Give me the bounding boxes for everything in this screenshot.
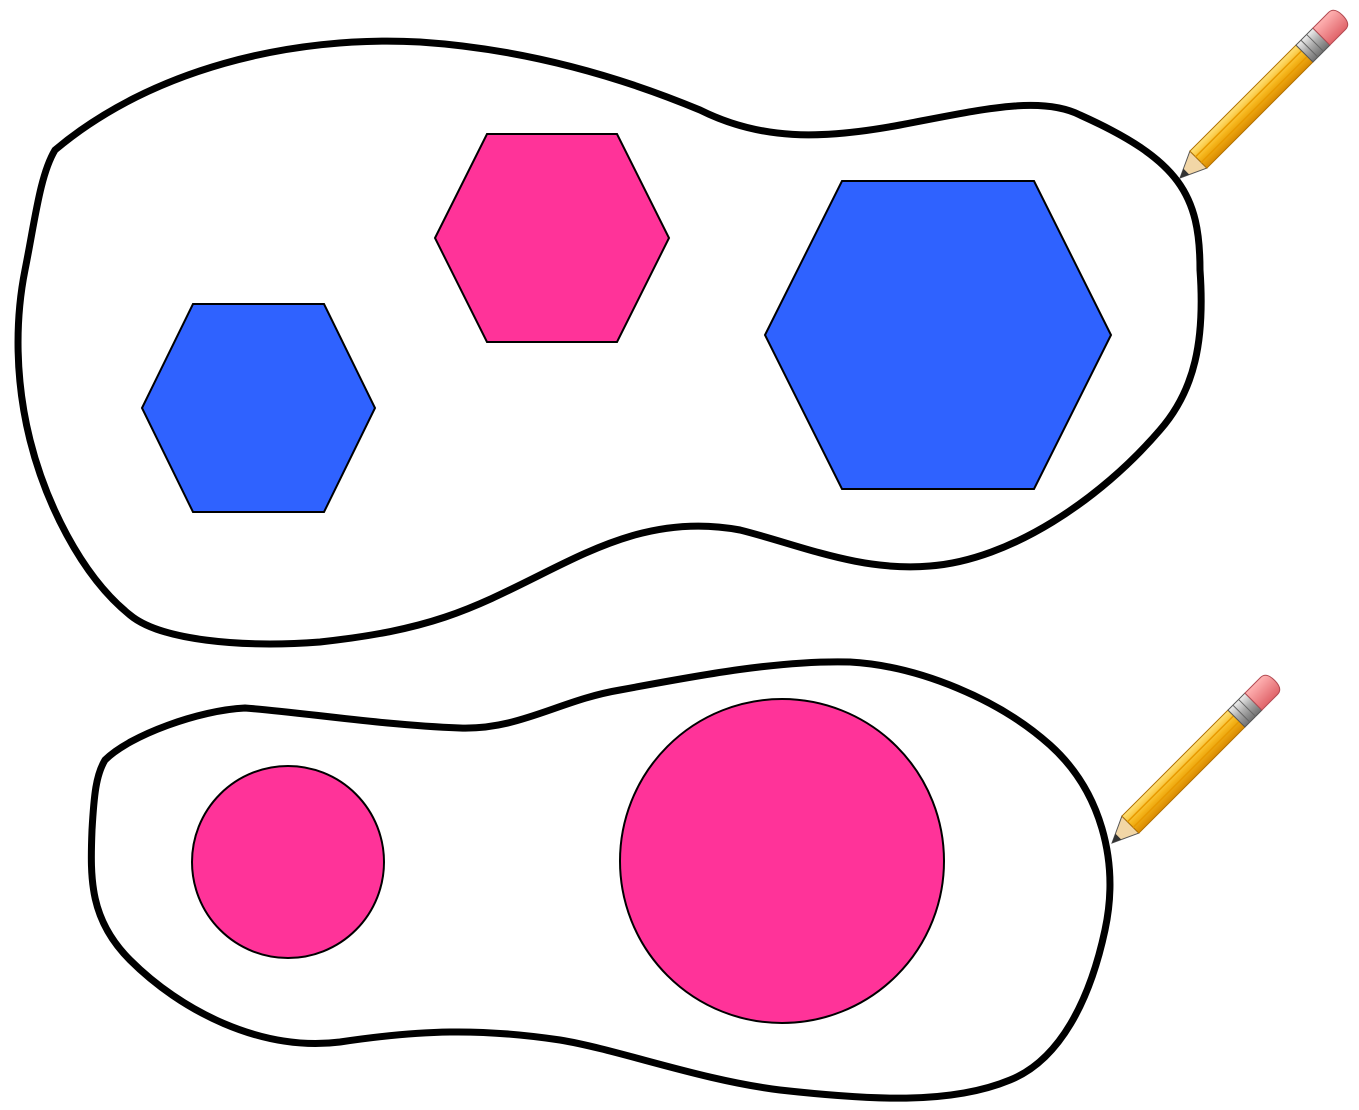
pencil-icon	[1104, 672, 1284, 852]
circle-group	[91, 662, 1283, 1098]
hexagon-group	[18, 7, 1351, 644]
pink-circle-small	[192, 766, 384, 958]
pink-circle-large	[620, 699, 944, 1023]
blue-hexagon-small	[142, 304, 375, 512]
pencil-icon	[1172, 7, 1352, 187]
